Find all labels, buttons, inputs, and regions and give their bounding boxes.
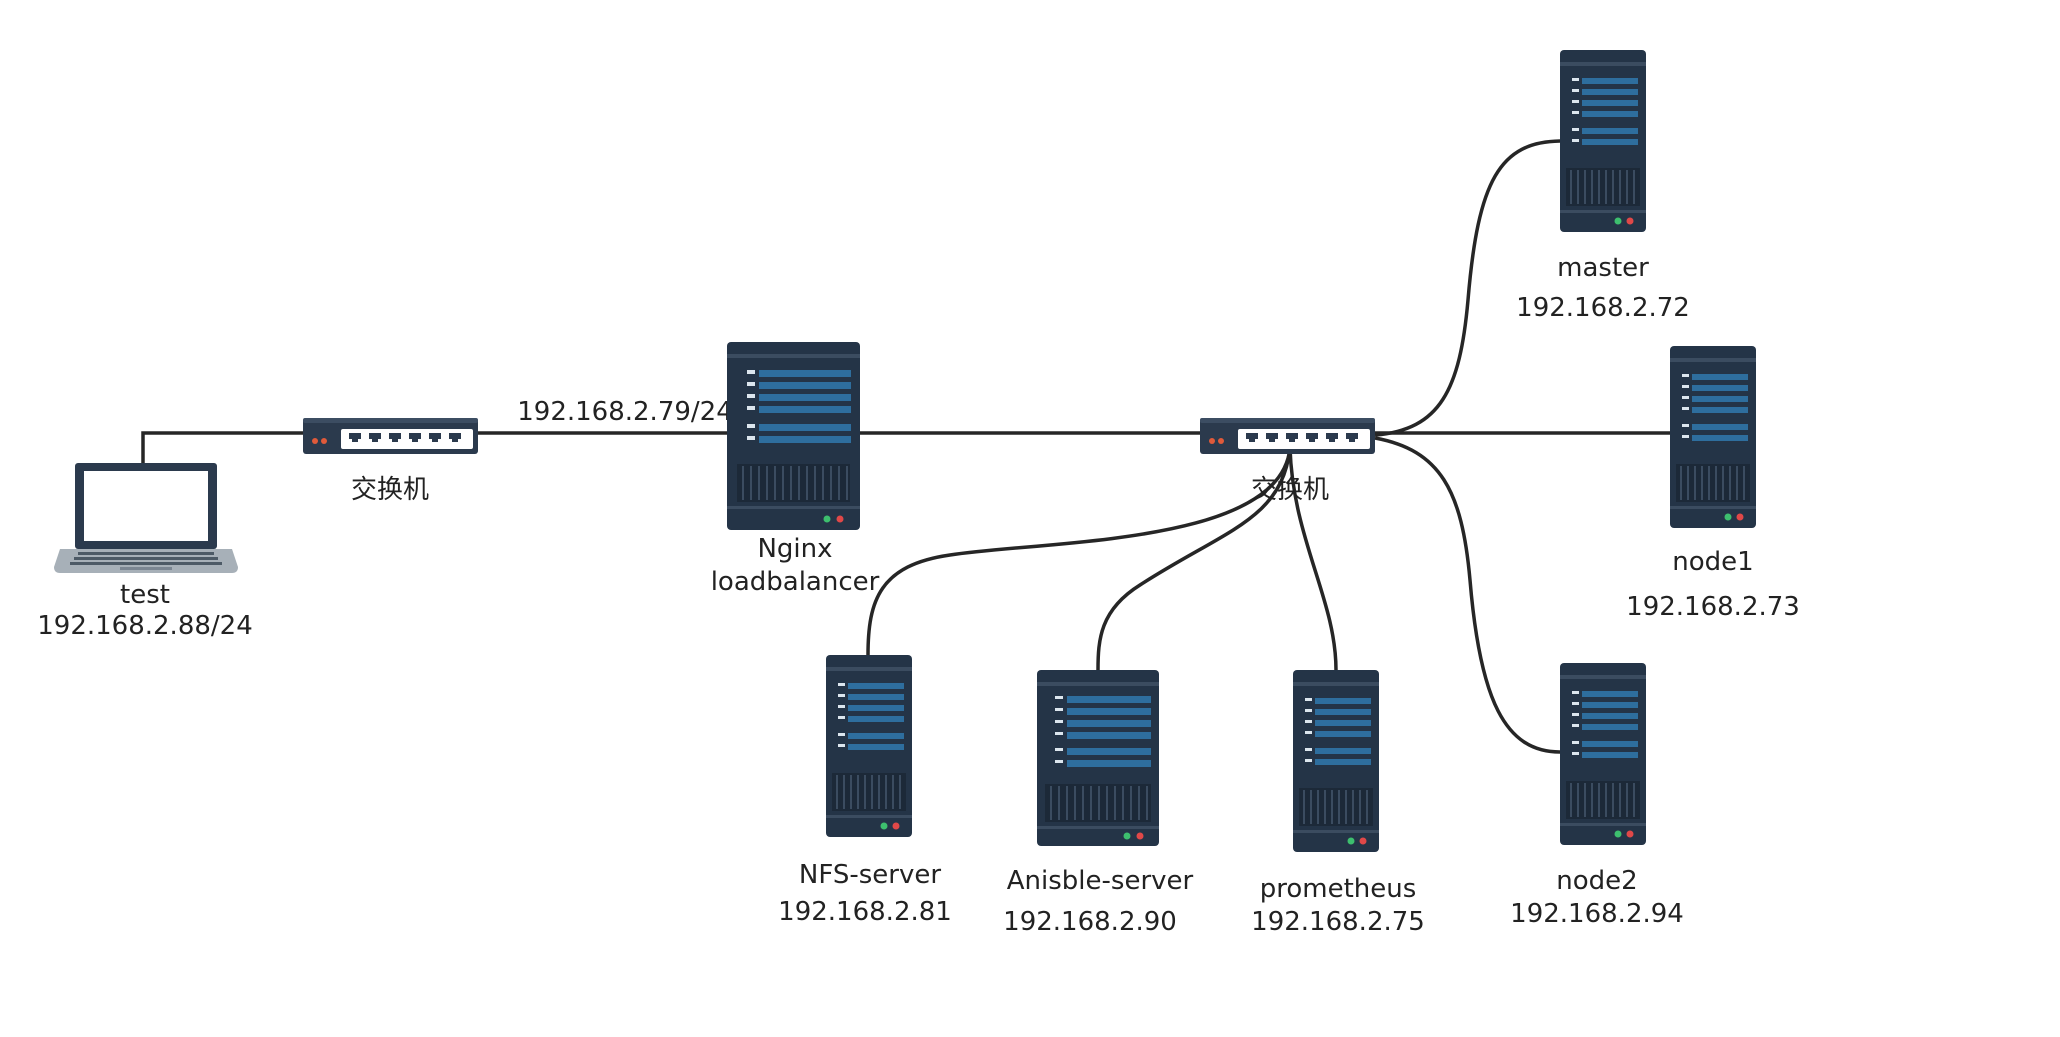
server-nginx[interactable] [727,342,860,530]
laptop-icon [54,463,238,573]
laptop-ip-label: 192.168.2.88/24 [37,611,253,641]
node1-name-label: node1 [1672,547,1753,577]
cable-switch-node2 [1374,436,1561,754]
nfs-ip-label: 192.168.2.81 [778,897,952,927]
server-master[interactable] [1559,49,1647,233]
laptop-name-label: test [120,580,170,610]
cable-switch-master [1374,139,1561,437]
nfs-name-label: NFS-server [799,860,941,890]
server-icon [1036,669,1160,847]
server-icon [1292,669,1380,853]
laptop-test[interactable] [54,463,238,573]
cables [141,139,1672,754]
switch-right-label: 交换机 [1251,475,1329,505]
cable-switch-nfs [866,447,1292,656]
nginx-name-label: Nginx [757,534,832,564]
switch-left[interactable] [303,418,478,454]
ansible-ip-label: 192.168.2.90 [1003,907,1177,937]
prometheus-ip-label: 192.168.2.75 [1251,907,1425,937]
server-icon [727,342,860,530]
server-icon [825,654,913,838]
cable-laptop-switch [141,431,303,465]
server-icon [1669,345,1757,529]
network-switch-icon [1200,418,1375,454]
switch-right[interactable] [1200,418,1375,454]
server-node2[interactable] [1559,662,1647,846]
server-ansible[interactable] [1036,669,1160,847]
nginx-name2-label: loadbalancer [711,567,880,597]
prometheus-name-label: prometheus [1260,874,1417,904]
link-ip-label: 192.168.2.79/24 [517,397,733,427]
switch-left-label: 交换机 [351,475,429,505]
server-icon [1559,662,1647,846]
node2-ip-label: 192.168.2.94 [1510,899,1684,929]
cable-switch-ansible [1096,447,1292,671]
network-switch-icon [303,418,478,454]
server-prometheus[interactable] [1292,669,1380,853]
server-node1[interactable] [1669,345,1757,529]
node2-name-label: node2 [1556,866,1637,896]
ansible-name-label: Anisble-server [1007,866,1194,896]
master-name-label: master [1557,253,1649,283]
node1-ip-label: 192.168.2.73 [1626,592,1800,622]
server-icon [1559,49,1647,233]
master-ip-label: 192.168.2.72 [1516,293,1690,323]
server-nfs[interactable] [825,654,913,838]
cable-switch-prometheus [1288,447,1338,671]
